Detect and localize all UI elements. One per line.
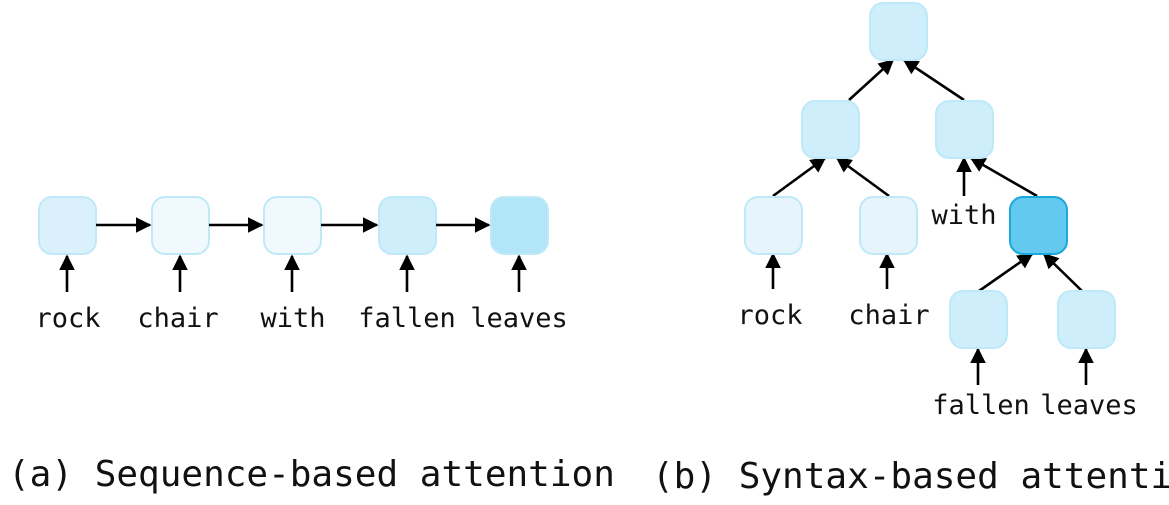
node-root <box>869 2 928 61</box>
node-leaves-b <box>1057 290 1116 349</box>
panel-b-syntax: rock chair with fallen leaves (b) Syntax… <box>652 2 1169 497</box>
word-chair-b: chair <box>848 300 929 331</box>
node-chair-state <box>151 196 210 255</box>
panel-a-sequence: rock chair with fallen leaves (a) Sequen… <box>8 196 615 495</box>
word-fallen: fallen <box>358 303 456 334</box>
node-leaves-state <box>490 196 549 255</box>
word-leaves-b: leaves <box>1040 390 1138 421</box>
edge-chair-to-left <box>835 156 890 198</box>
edge-leaves-to-withphrase <box>1042 252 1083 292</box>
word-fallen-b: fallen <box>932 390 1030 421</box>
node-fallen-b <box>949 290 1008 349</box>
node-fallen-state <box>378 196 437 255</box>
caption-a: (a) Sequence-based attention <box>8 454 615 495</box>
node-with-phrase-highlighted <box>1009 196 1068 255</box>
edge-rock-to-left <box>772 156 827 198</box>
word-leaves: leaves <box>470 303 568 334</box>
edge-right-to-root <box>902 58 965 102</box>
edge-left-to-root <box>848 58 895 101</box>
edge-fallen-to-withphrase <box>978 252 1034 293</box>
word-with-b: with <box>931 200 996 231</box>
node-left-phrase <box>801 100 860 159</box>
edge-withphrase-to-right <box>969 156 1038 198</box>
node-rock-b <box>744 196 803 255</box>
node-with-state <box>263 196 322 255</box>
node-right-phrase <box>935 100 994 159</box>
node-rock-state <box>38 196 97 255</box>
caption-b: (b) Syntax-based attention <box>652 456 1169 497</box>
node-chair-b <box>859 196 918 255</box>
word-chair: chair <box>137 303 218 334</box>
word-with: with <box>260 303 325 334</box>
word-rock: rock <box>35 303 100 334</box>
word-rock-b: rock <box>737 300 802 331</box>
